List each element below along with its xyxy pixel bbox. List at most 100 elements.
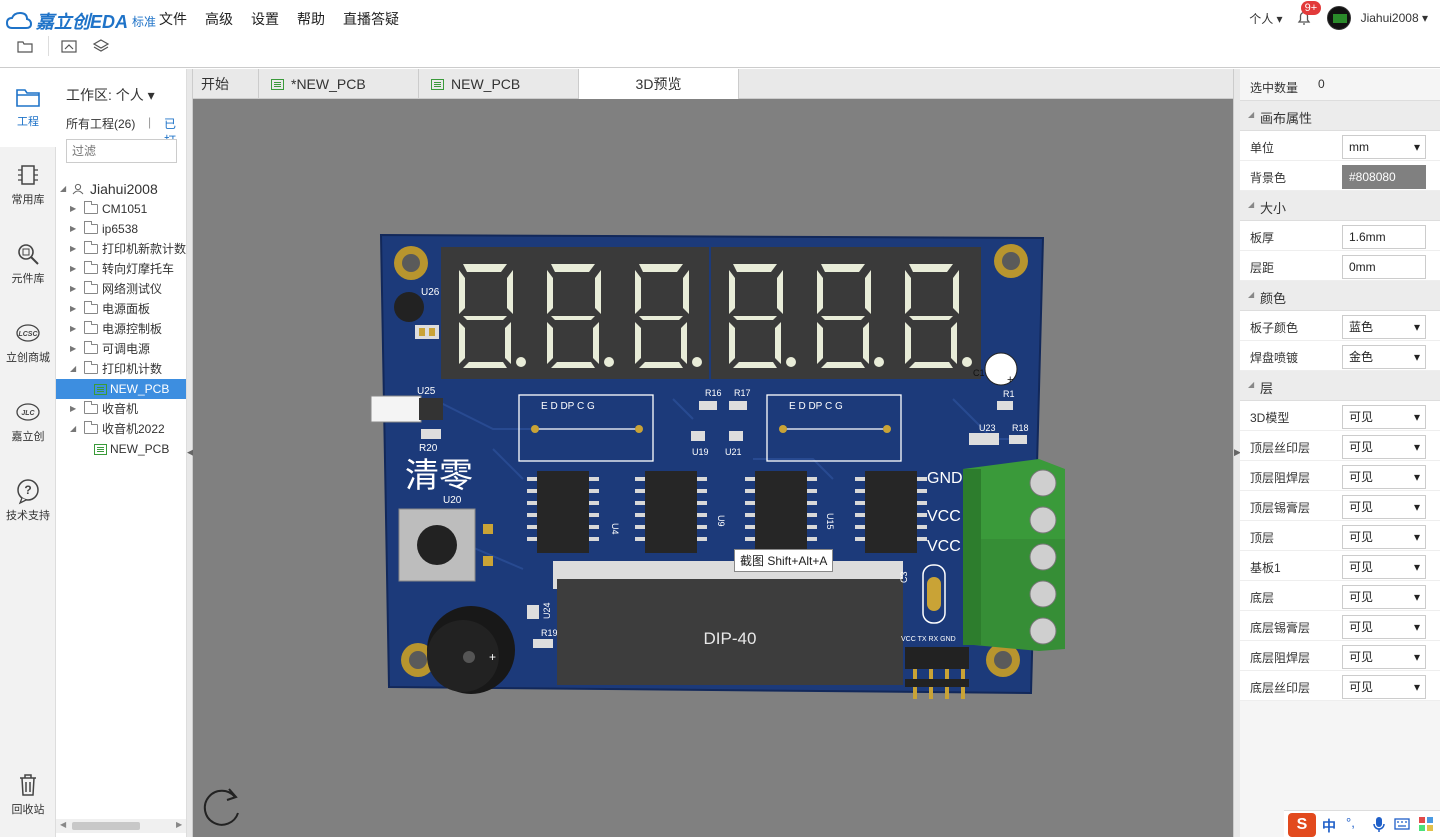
tree-item-pcb[interactable]: NEW_PCB [56, 439, 186, 459]
horizontal-scrollbar[interactable]: ◀ ▶ [56, 819, 186, 833]
tree-item-project[interactable]: ▶转向灯摩托车 [56, 259, 186, 279]
sidebar-item-support[interactable]: ? 技术支持 [0, 477, 56, 523]
label-r16: R16 [705, 388, 722, 398]
caret-right-icon[interactable]: ▶ [70, 344, 77, 353]
folder-icon[interactable] [16, 38, 34, 54]
property-select[interactable]: 可见 [1342, 465, 1426, 489]
caret-right-icon[interactable]: ▶ [70, 264, 77, 273]
property-select[interactable]: 可见 [1342, 495, 1426, 519]
caret-right-icon[interactable]: ▶ [70, 224, 77, 233]
tab-start[interactable]: 开始 [193, 69, 259, 99]
workspace-selector[interactable]: 工作区: 个人 ▾ [66, 87, 155, 103]
tree-item-project[interactable]: ◢打印机计数 [56, 359, 186, 379]
caret-right-icon[interactable]: ▶ [70, 244, 77, 253]
menu-file[interactable]: 文件 [159, 11, 187, 27]
property-select[interactable]: 可见 [1342, 615, 1426, 639]
caret-right-icon[interactable]: ▶ [70, 304, 77, 313]
notification-bell[interactable]: 9+ [1295, 1, 1322, 27]
tab-new-pcb-modified[interactable]: *NEW_PCB [259, 69, 419, 99]
panel-splitter[interactable]: ◀ [187, 69, 194, 837]
property-select[interactable]: 可见 [1342, 405, 1426, 429]
ime-lang[interactable]: 中 [1322, 818, 1336, 834]
property-row: 底层锡膏层可见 [1240, 611, 1440, 641]
project-panel: 工作区: 个人 ▾ 所有工程(26) | 已打 ◢Jiahui2008▶CM10… [56, 69, 187, 837]
tree-item-project[interactable]: ▶电源控制板 [56, 319, 186, 339]
menu-advanced[interactable]: 高级 [205, 11, 233, 27]
ime-punct[interactable]: °, [1346, 815, 1355, 830]
sidebar-item-common-lib[interactable]: 常用库 [0, 161, 56, 207]
tree-item-project[interactable]: ▶网络测试仪 [56, 279, 186, 299]
tree-root-user[interactable]: ◢Jiahui2008 [60, 181, 158, 197]
property-select[interactable]: mm [1342, 135, 1426, 159]
property-select[interactable]: 可见 [1342, 585, 1426, 609]
section-header[interactable]: ◢大小 [1240, 191, 1440, 221]
microphone-icon[interactable] [1372, 816, 1386, 834]
property-input[interactable]: 1.6mm [1342, 225, 1426, 249]
menu-settings[interactable]: 设置 [251, 11, 279, 27]
right-splitter[interactable]: ▶ [1233, 69, 1241, 837]
sidebar-item-project[interactable]: 工程 [0, 69, 56, 147]
cloud-logo-icon [6, 12, 32, 29]
filter-input[interactable] [66, 139, 177, 163]
tree-item-pcb[interactable]: NEW_PCB [56, 379, 186, 399]
pcb-icon [94, 384, 107, 395]
color-swatch[interactable]: #808080 [1342, 165, 1426, 189]
property-input[interactable]: 0mm [1342, 255, 1426, 279]
username[interactable]: Jiahui2008 ▾ [1360, 11, 1428, 25]
caret-right-icon[interactable]: ▶ [70, 404, 77, 413]
label-u15: U15 [825, 513, 835, 530]
reset-view-icon[interactable] [199, 783, 245, 829]
caret-right-icon[interactable]: ▶ [70, 284, 77, 293]
property-select[interactable]: 可见 [1342, 525, 1426, 549]
tree-item-project[interactable]: ▶收音机 [56, 399, 186, 419]
home-view-icon[interactable] [60, 38, 78, 54]
property-select[interactable]: 可见 [1342, 675, 1426, 699]
3d-preview-canvas[interactable]: U26 U25 R20 清零 U20 + U24 R19 E D DP C G … [193, 99, 1233, 837]
menu-live-qa[interactable]: 直播答疑 [343, 11, 399, 27]
section-header[interactable]: ◢画布属性 [1240, 101, 1440, 131]
label-u4: U4 [610, 523, 620, 535]
property-select[interactable]: 金色 [1342, 345, 1426, 369]
component-u24 [527, 605, 539, 619]
chip-icon [18, 165, 38, 185]
section-header[interactable]: ◢颜色 [1240, 281, 1440, 311]
all-projects-link[interactable]: 所有工程(26) [66, 117, 136, 131]
sidebar-item-jlc[interactable]: JLC 嘉立创 [0, 398, 56, 444]
property-row: 板子颜色蓝色 [1240, 311, 1440, 341]
tree-item-project[interactable]: ▶ip6538 [56, 219, 186, 239]
pcb-icon [431, 79, 444, 90]
menu-help[interactable]: 帮助 [297, 11, 325, 27]
sidebar-item-component-lib[interactable]: 元件库 [0, 240, 56, 286]
label-r19: R19 [541, 628, 558, 638]
ime-toolbar[interactable]: S 中 °, [1284, 810, 1440, 837]
tree-item-project[interactable]: ▶CM1051 [56, 199, 186, 219]
tree-item-project[interactable]: ▶打印机新款计数 [56, 239, 186, 259]
label-c1: C1 [973, 368, 985, 378]
property-select[interactable]: 蓝色 [1342, 315, 1426, 339]
caret-down-icon[interactable]: ◢ [70, 364, 77, 373]
property-select[interactable]: 可见 [1342, 645, 1426, 669]
sidebar-item-lcsc[interactable]: LCSC 立创商城 [0, 319, 56, 365]
property-select[interactable]: 可见 [1342, 435, 1426, 459]
property-row: 底层阻焊层可见 [1240, 641, 1440, 671]
sidebar-item-recycle[interactable]: 回收站 [0, 771, 56, 817]
caret-down-icon[interactable]: ◢ [70, 424, 77, 433]
folder-icon [84, 241, 98, 254]
tree-item-project[interactable]: ▶可调电源 [56, 339, 186, 359]
caret-right-icon[interactable]: ▶ [70, 204, 77, 213]
property-select[interactable]: 可见 [1342, 555, 1426, 579]
apps-grid-icon[interactable] [1418, 816, 1434, 832]
label-u20: U20 [443, 495, 462, 506]
tree-item-project[interactable]: ◢收音机2022 [56, 419, 186, 439]
app-logo[interactable]: 嘉立创EDA 标准 [6, 8, 156, 34]
tree-item-project[interactable]: ▶电源面板 [56, 299, 186, 319]
workspace-switch[interactable]: 个人 ▾ [1249, 11, 1283, 26]
layers-icon[interactable] [92, 38, 110, 54]
caret-right-icon[interactable]: ▶ [70, 324, 77, 333]
tab-new-pcb[interactable]: NEW_PCB [419, 69, 579, 99]
tab-3d-preview[interactable]: 3D预览 [579, 69, 739, 99]
avatar[interactable] [1326, 6, 1351, 30]
keyboard-icon[interactable] [1394, 818, 1410, 830]
sogou-icon[interactable]: S [1288, 813, 1316, 837]
section-header[interactable]: ◢层 [1240, 371, 1440, 401]
